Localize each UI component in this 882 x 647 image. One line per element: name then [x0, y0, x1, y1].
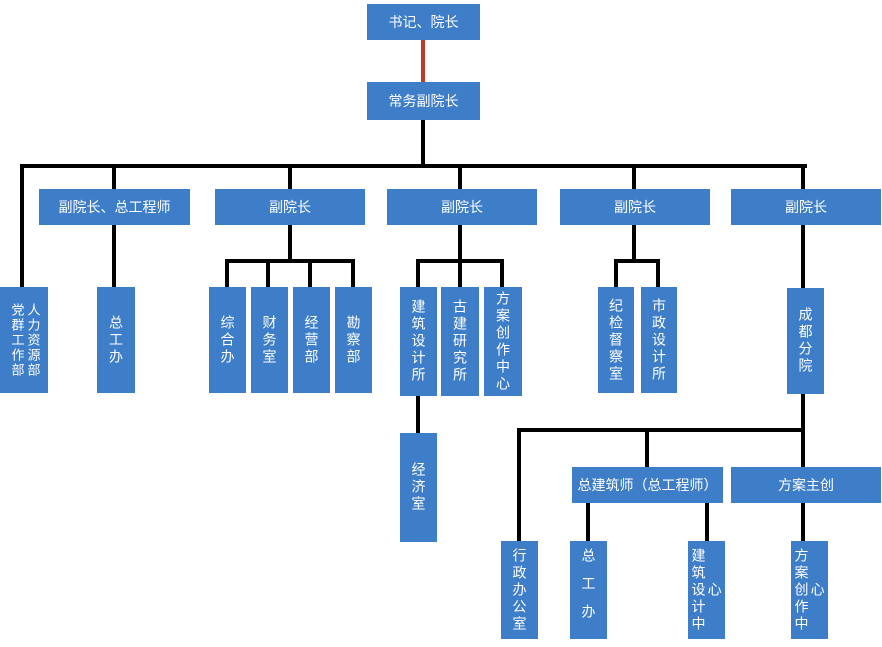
connector-vp3-discipline [614, 259, 618, 287]
connector-vp1-generaloffice [225, 259, 229, 287]
node-party-group-label: 党群工作部 [9, 302, 25, 378]
node-admin-office: 行政办公室 [501, 541, 538, 639]
node-president: 书记、院长 [367, 4, 480, 40]
connector-chengdu-chiefarchitect [645, 428, 649, 467]
connector-vp2-ancientarch [458, 259, 462, 287]
connector-vp3-rail [614, 259, 660, 263]
connector-vp4-chengdu [801, 225, 805, 288]
connector-vp2-down [458, 225, 462, 261]
node-branch-scheme-creation-center: 方案创作中心 [791, 541, 828, 639]
node-municipal-design-inst: 市政设计所 [641, 287, 677, 393]
node-arch-design-center: 建筑设计中心 [688, 541, 725, 639]
node-human-resources-label: 人力资源部 [25, 302, 41, 378]
connector-execvp-down [421, 120, 425, 166]
node-vp4: 副院长 [731, 189, 881, 225]
connector-main-rail [20, 164, 807, 168]
connector-vp1-operations [308, 259, 312, 287]
connector-chengdu-adminoffice [517, 428, 521, 541]
connector-chengdu-rail [517, 428, 805, 432]
node-finance-office: 财务室 [251, 287, 288, 393]
connector-chiefarchitect-archdesigncenter [705, 503, 709, 541]
node-discipline-office: 纪检督察室 [598, 287, 634, 393]
connector-rail-vp4 [801, 164, 805, 189]
node-operations-dept: 经营部 [293, 287, 330, 393]
connector-vp1-finance [266, 259, 270, 287]
node-survey-dept: 勘察部 [335, 287, 372, 393]
connector-schemelead-schemecenter2 [801, 503, 805, 541]
node-vp-chief-engineer: 副院长、总工程师 [39, 189, 190, 225]
node-exec-vp: 常务副院长 [367, 82, 480, 120]
connector-president-execvp-red [421, 40, 425, 82]
connector-vpchiefeng-chiefengoffice [112, 225, 116, 287]
connector-chengdu-schemelead [801, 428, 805, 467]
connector-vp3-municipal [656, 259, 660, 287]
node-chengdu-branch: 成都分院 [787, 288, 824, 394]
connector-vp1-down [288, 225, 292, 261]
connector-vp2-schemecenter [500, 259, 504, 287]
node-ancient-arch-inst: 古建研究所 [441, 287, 479, 396]
connector-archdesign-economics [416, 396, 420, 433]
node-general-office: 综合办 [209, 287, 246, 393]
connector-vp3-down [632, 225, 636, 261]
node-chief-eng-office: 总工办 [97, 287, 135, 393]
node-party-group-hr: 党群工作部 人力资源部 [0, 287, 48, 393]
connector-rail-vpchiefeng [112, 164, 116, 189]
node-vp1: 副院长 [215, 189, 365, 225]
connector-vp2-archdesign [416, 259, 420, 287]
connector-vp1-survey [351, 259, 355, 287]
node-economics-office: 经济室 [400, 433, 437, 542]
connector-rail-vp3 [632, 164, 636, 189]
node-chief-architect: 总建筑师（总工程师） [572, 467, 723, 503]
node-scheme-creation-center: 方案创作中心 [484, 287, 522, 396]
connector-chengdu-down [801, 394, 805, 430]
connector-rail-vp2 [458, 164, 462, 189]
connector-chiefarchitect-chiefengoffice2 [586, 503, 590, 541]
connector-rail-partyhr [20, 164, 24, 287]
node-scheme-lead: 方案主创 [731, 467, 881, 503]
connector-vp1-rail [225, 259, 355, 263]
connector-rail-vp1 [288, 164, 292, 189]
node-arch-design-inst: 建筑设计所 [400, 287, 437, 396]
node-branch-chief-eng-office: 总工办 [570, 541, 607, 639]
node-vp2: 副院长 [387, 189, 537, 225]
node-vp3: 副院长 [560, 189, 710, 225]
